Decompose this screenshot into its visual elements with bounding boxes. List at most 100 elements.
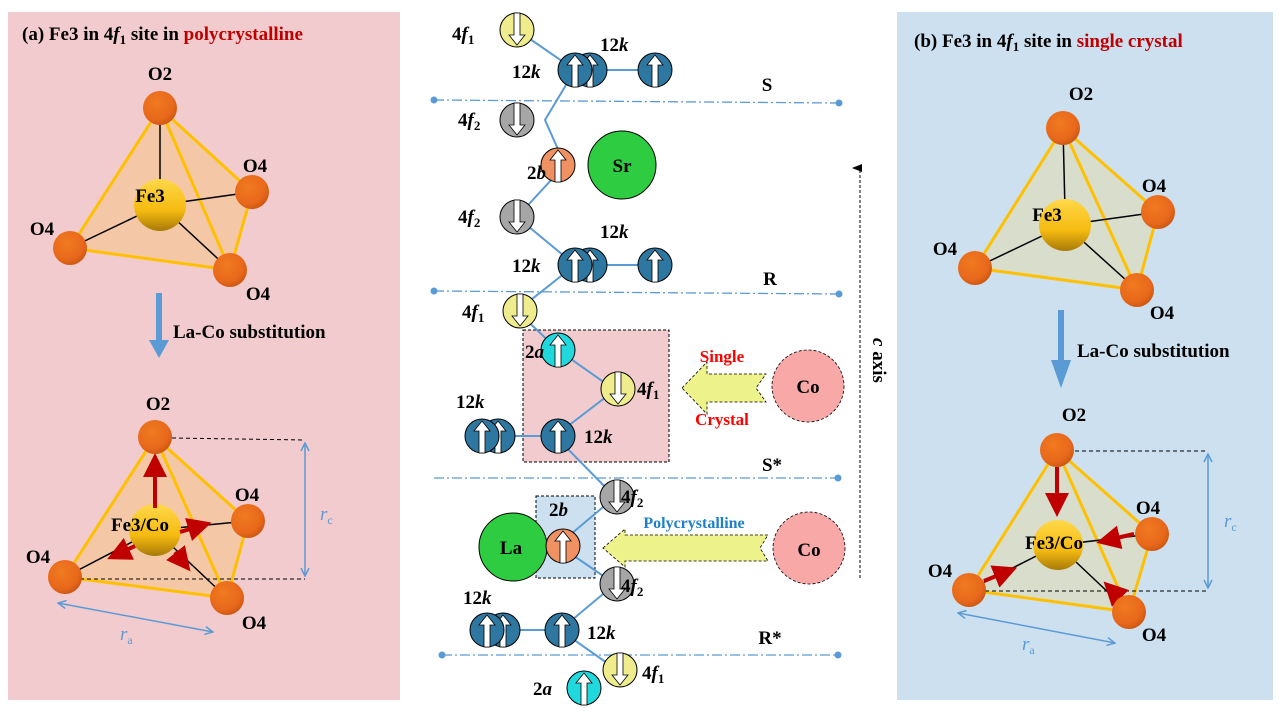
label-fe3: Fe3 xyxy=(1032,205,1062,226)
label-o4: O4 xyxy=(246,284,271,305)
panel-b-tetrahedron-initial: O2 O4 O4 O4 Fe3 xyxy=(933,84,1175,324)
layer-label-r: R xyxy=(763,269,777,290)
site-label-12k: 12k xyxy=(600,222,629,243)
spin-down-arrow-icon xyxy=(611,652,629,686)
label-o2: O2 xyxy=(1069,84,1093,105)
site-12k xyxy=(469,612,505,648)
panel-b-tetrahedron-substituted: O2 O4 O4 O4 Fe3/Co rc ra xyxy=(928,405,1237,657)
c-axis: c axis xyxy=(852,164,889,578)
label-o2: O2 xyxy=(146,394,170,415)
site-4f2 xyxy=(599,479,635,515)
site-12k xyxy=(540,418,576,454)
site-label-4f2: 4f2 xyxy=(458,110,480,133)
sr-label: Sr xyxy=(613,156,633,177)
oxygen-atom xyxy=(1112,595,1146,629)
site-label-4f1: 4f1 xyxy=(637,379,659,402)
site-label-4f2: 4f2 xyxy=(621,487,643,510)
co-atom xyxy=(771,349,845,423)
substitution-label: La-Co substitution xyxy=(173,322,326,343)
rc-label: rc xyxy=(320,504,333,527)
substitution-label: La-Co substitution xyxy=(1077,341,1230,362)
co-atom xyxy=(772,511,846,585)
site-label-12k: 12k xyxy=(584,427,613,448)
site-4f2 xyxy=(499,102,535,138)
panel-b-substitution-arrow: La-Co substitution xyxy=(1051,310,1230,388)
layer-boundaries: S R S* R* xyxy=(430,75,843,659)
panel-a-background xyxy=(8,12,400,700)
spin-up-arrow-icon xyxy=(549,334,567,368)
site-2a xyxy=(566,670,602,706)
label-o2: O2 xyxy=(148,64,172,85)
site-2b xyxy=(545,528,581,564)
label-o4: O4 xyxy=(933,239,958,260)
spin-up-arrow-icon xyxy=(566,249,584,283)
oxygen-atom xyxy=(53,231,87,265)
site-12k xyxy=(637,52,673,88)
spin-down-arrow-icon xyxy=(609,371,627,405)
spin-up-arrow-icon xyxy=(646,54,664,88)
spin-up-arrow-icon xyxy=(554,530,572,564)
site-label-2b: 2b xyxy=(527,163,546,184)
spin-up-arrow-icon xyxy=(553,614,571,648)
oxygen-atom xyxy=(143,91,177,125)
site-12k xyxy=(557,247,593,283)
site-labels: 4f1 12k 12k 4f2 2b 4f2 12k 12k 4f1 2a 4f… xyxy=(452,24,664,700)
oxygen-atom xyxy=(958,251,992,285)
label-o4: O4 xyxy=(1142,625,1167,646)
site-label-2a: 2a xyxy=(533,679,553,700)
label-o4: O4 xyxy=(235,485,260,506)
spin-up-arrow-icon xyxy=(549,149,567,183)
site-2b xyxy=(540,147,576,183)
site-12k xyxy=(637,247,673,283)
oxygen-atom xyxy=(235,175,269,209)
label-o4: O4 xyxy=(26,547,51,568)
oxygen-atom xyxy=(1046,111,1080,145)
la-label: La xyxy=(500,538,523,559)
oxygen-atom xyxy=(213,253,247,287)
spin-up-arrow-icon xyxy=(478,614,496,648)
site-4f1 xyxy=(602,652,638,688)
polycrystalline-substitution: Polycrystalline Co xyxy=(602,511,846,585)
site-label-4f2: 4f2 xyxy=(621,576,643,599)
spin-down-arrow-icon xyxy=(608,479,626,513)
spin-down-arrow-icon xyxy=(508,102,526,136)
co-label: Co xyxy=(796,377,819,398)
site-label-12k: 12k xyxy=(456,392,485,413)
spin-up-arrow-icon xyxy=(575,672,593,706)
spin-down-arrow-icon xyxy=(608,566,626,600)
ra-label: ra xyxy=(1022,634,1035,657)
label-o4: O4 xyxy=(1136,498,1161,519)
site-label-4f1: 4f1 xyxy=(452,24,474,47)
spin-up-arrow-icon xyxy=(549,420,567,454)
site-label-2a: 2a xyxy=(525,342,545,363)
label-o4: O4 xyxy=(1150,303,1175,324)
layer-label-s: S xyxy=(762,75,773,96)
label-o4: O4 xyxy=(242,613,267,634)
label-o4: O4 xyxy=(1142,176,1167,197)
single-crystal-substitution: Single Crystal Co xyxy=(681,347,845,429)
site-label-12k: 12k xyxy=(463,588,492,609)
substitution-arrow xyxy=(602,528,769,568)
panel-a-title: (a) Fe3 in 4f1 site in polycrystalline xyxy=(22,24,303,47)
label-fe3: Fe3 xyxy=(135,186,165,207)
panel-a-substitution-arrow: La-Co substitution xyxy=(149,293,326,358)
oxygen-atom xyxy=(1040,433,1074,467)
site-4f1 xyxy=(600,371,636,407)
site-4f1 xyxy=(502,293,538,329)
panel-b-title: (b) Fe3 in 4f1 site in single crystal xyxy=(914,31,1183,54)
spin-down-arrow-icon xyxy=(511,293,529,327)
site-label-12k: 12k xyxy=(512,62,541,83)
oxygen-atom xyxy=(231,504,265,538)
sr-atom xyxy=(587,130,657,200)
fe-co-atom xyxy=(1033,520,1083,570)
site-label-2b: 2b xyxy=(549,500,568,521)
oxygen-atom xyxy=(952,573,986,607)
label-fe3-co: Fe3/Co xyxy=(111,515,169,536)
oxygen-atom xyxy=(48,560,82,594)
site-4f2 xyxy=(599,566,635,602)
label-fe3-co: Fe3/Co xyxy=(1025,533,1083,554)
site-12k xyxy=(557,52,593,88)
substitution-arrow xyxy=(681,361,767,415)
layer-label-r-star: R* xyxy=(758,628,781,649)
